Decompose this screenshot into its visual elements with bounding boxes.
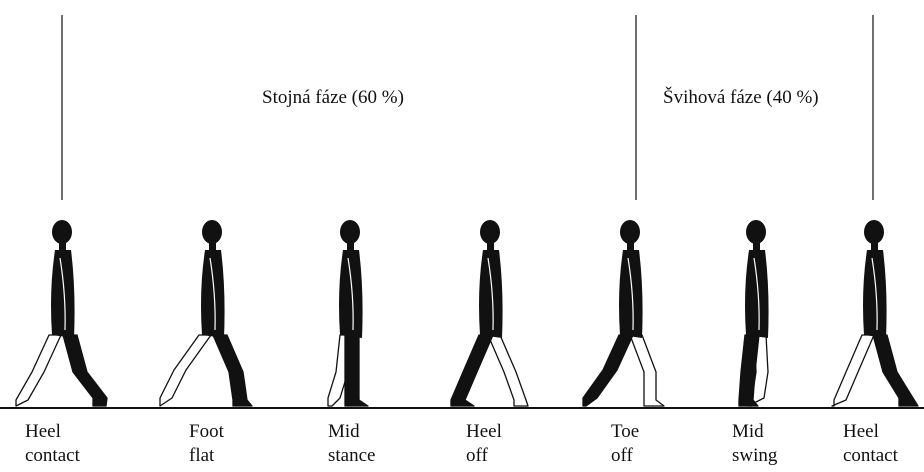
figure-toe-off — [583, 220, 664, 406]
event-label-heel-off: Heel off — [466, 420, 502, 468]
torso — [479, 250, 503, 338]
front-leg — [583, 335, 633, 406]
event-label-toe-off: Toe off — [611, 420, 639, 468]
figure-foot-flat — [160, 220, 252, 406]
figure-mid-stance — [328, 220, 368, 406]
event-label-line1: Foot — [189, 420, 224, 444]
event-label-mid-stance: Mid stance — [328, 420, 375, 468]
event-label-heel-contact: Heel contact — [25, 420, 80, 468]
head — [480, 220, 500, 244]
front-leg — [873, 335, 918, 406]
head — [864, 220, 884, 244]
event-label-line2: off — [466, 444, 502, 468]
front-leg — [345, 335, 368, 406]
event-label-line1: Heel — [25, 420, 80, 444]
rear-leg — [488, 335, 528, 406]
torso — [619, 250, 643, 338]
event-label-line1: Toe — [611, 420, 639, 444]
event-label-mid-swing: Mid swing — [732, 420, 777, 468]
torso — [339, 250, 363, 338]
head — [746, 220, 766, 244]
event-label-line1: Mid — [732, 420, 777, 444]
event-label-line2: off — [611, 444, 639, 468]
head — [202, 220, 222, 244]
rear-leg — [16, 335, 61, 406]
figure-heel-off — [451, 220, 528, 406]
event-label-line1: Heel — [843, 420, 898, 444]
torso — [863, 250, 887, 338]
head — [52, 220, 72, 244]
event-label-line2: stance — [328, 444, 375, 468]
event-label-heel-contact-end: Heel contact — [843, 420, 898, 468]
rear-leg — [630, 335, 664, 406]
torso — [745, 250, 769, 338]
event-label-line1: Mid — [328, 420, 375, 444]
rear-leg — [832, 335, 874, 406]
torso — [51, 250, 75, 338]
figure-heel-contact — [16, 220, 107, 406]
swing-phase-label: Švihová fáze (40 %) — [663, 87, 819, 109]
rear-leg — [160, 335, 211, 406]
front-leg — [451, 335, 493, 406]
event-label-line2: contact — [843, 444, 898, 468]
stance-phase-label: Stojná fáze (60 %) — [262, 87, 404, 109]
event-label-foot-flat: Foot flat — [189, 420, 224, 468]
front-leg — [63, 335, 107, 406]
torso — [201, 250, 225, 338]
event-label-line2: flat — [189, 444, 224, 468]
head — [620, 220, 640, 244]
event-label-line2: swing — [732, 444, 777, 468]
walking-figures — [16, 220, 918, 406]
front-leg — [213, 335, 252, 406]
event-label-line2: contact — [25, 444, 80, 468]
head — [340, 220, 360, 244]
event-label-line1: Heel — [466, 420, 502, 444]
figure-heel-contact-end — [832, 220, 918, 406]
figure-mid-swing — [739, 220, 769, 406]
